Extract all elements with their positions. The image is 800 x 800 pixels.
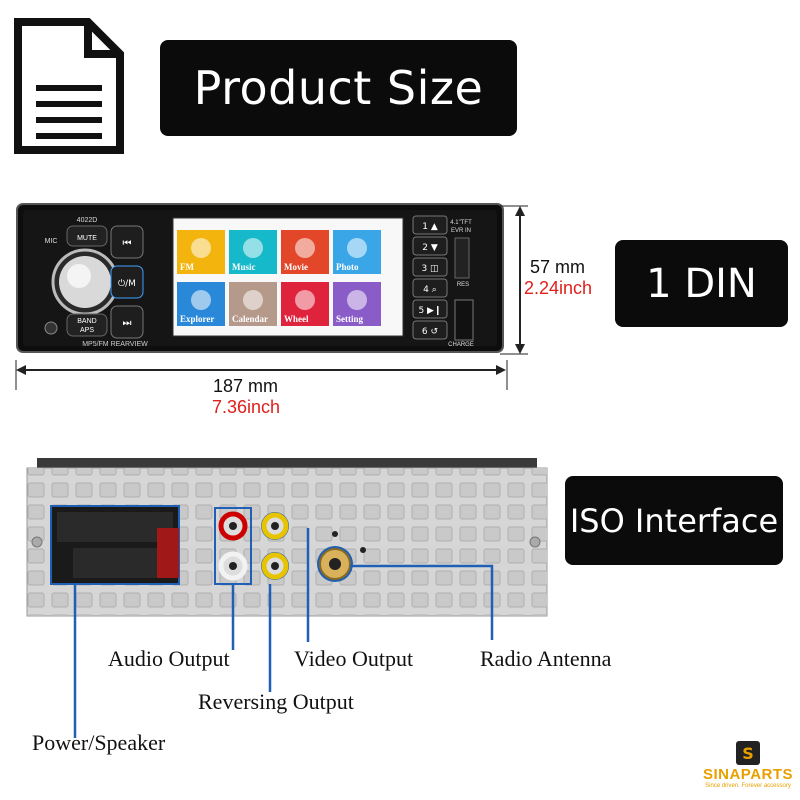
preset-button-2[interactable]: [412, 236, 448, 256]
radio-front-panel: ⏮ ⏻/M ⏭ MIC 4022D MUTE BAND APS MP5/FM R…: [16, 203, 504, 353]
app-label-music: Music: [232, 262, 256, 272]
page-title: Product Size: [160, 40, 517, 136]
width-inch: 7.36inch: [212, 397, 281, 417]
preset-label-4: 4 ⌕: [423, 285, 437, 295]
app-icon-music: [243, 238, 263, 258]
model-label: 4022D: [77, 217, 98, 224]
preset-label-1: 1 ▲: [422, 222, 438, 232]
preset-buttons: 1 ▲ 2 ▼ 3 ◫ 4 ⌕ 5 ▶❙ 6 ↺: [412, 215, 448, 340]
app-label-calendar: Calendar: [232, 314, 268, 324]
app-label-wheel: Wheel: [284, 314, 309, 324]
svg-text:⏭: ⏭: [123, 318, 132, 329]
preset-label-2: 2 ▼: [422, 243, 438, 253]
width-mm: 187 mm: [213, 376, 279, 396]
audio-output-label: Audio Output: [108, 646, 230, 671]
mute-label: MUTE: [77, 235, 97, 242]
screen-spec-2: EVR IN: [451, 228, 471, 234]
app-label-movie: Movie: [284, 262, 308, 272]
app-icon-calendar: [243, 290, 263, 310]
brand-logo-icon: S: [736, 741, 760, 765]
bottom-label: MP5/FM REARVIEW: [82, 341, 148, 348]
app-icon-fm: [191, 238, 211, 258]
app-icon-photo: [347, 238, 367, 258]
preset-button-5[interactable]: [412, 299, 448, 319]
iso-badge: ISO Interface: [565, 476, 783, 565]
brand-name: SINAPARTS: [702, 766, 794, 783]
aps-label: APS: [80, 327, 94, 334]
brand-tagline: Since driven. Forever accessory: [705, 783, 791, 789]
preset-label-6: 6 ↺: [422, 327, 438, 337]
app-icon-explorer: [191, 290, 211, 310]
app-icon-movie: [295, 238, 315, 258]
preset-label-5: 5 ▶❙: [418, 306, 441, 316]
mic-label: MIC: [45, 238, 58, 245]
app-label-fm: FM: [180, 262, 194, 272]
band-label: BAND: [77, 318, 96, 325]
svg-text:S: S: [742, 744, 754, 763]
app-icon-wheel: [295, 290, 315, 310]
screen-spec-1: 4.1"TFT: [450, 220, 472, 226]
svg-text:⏮: ⏮: [123, 238, 132, 249]
video-output-label: Video Output: [294, 646, 414, 671]
preset-label-3: 3 ◫: [421, 264, 438, 274]
radio-antenna-label: Radio Antenna: [480, 646, 612, 671]
brand-logo: S SINAPARTS Since driven. Forever access…: [700, 740, 796, 798]
charge-label: CHARGE: [448, 342, 474, 348]
height-inch: 2.24inch: [524, 278, 593, 298]
app-label-explorer: Explorer: [180, 314, 214, 324]
din-badge: 1 DIN: [615, 240, 788, 327]
app-label-photo: Photo: [336, 262, 359, 272]
height-mm: 57 mm: [530, 257, 586, 277]
preset-button-1[interactable]: [412, 215, 448, 235]
power-speaker-label: Power/Speaker: [32, 730, 166, 755]
mode-button-label: ⏻/M: [118, 278, 136, 289]
reversing-output-label: Reversing Output: [198, 689, 354, 714]
preset-button-3[interactable]: [412, 257, 448, 277]
res-label: RES: [457, 282, 469, 288]
preset-button-6[interactable]: [412, 320, 448, 340]
document-icon: [14, 18, 124, 154]
app-icon-setting: [347, 290, 367, 310]
preset-button-4[interactable]: [412, 278, 448, 298]
app-label-setting: Setting: [336, 314, 364, 324]
radio-rear-panel: [26, 458, 548, 617]
